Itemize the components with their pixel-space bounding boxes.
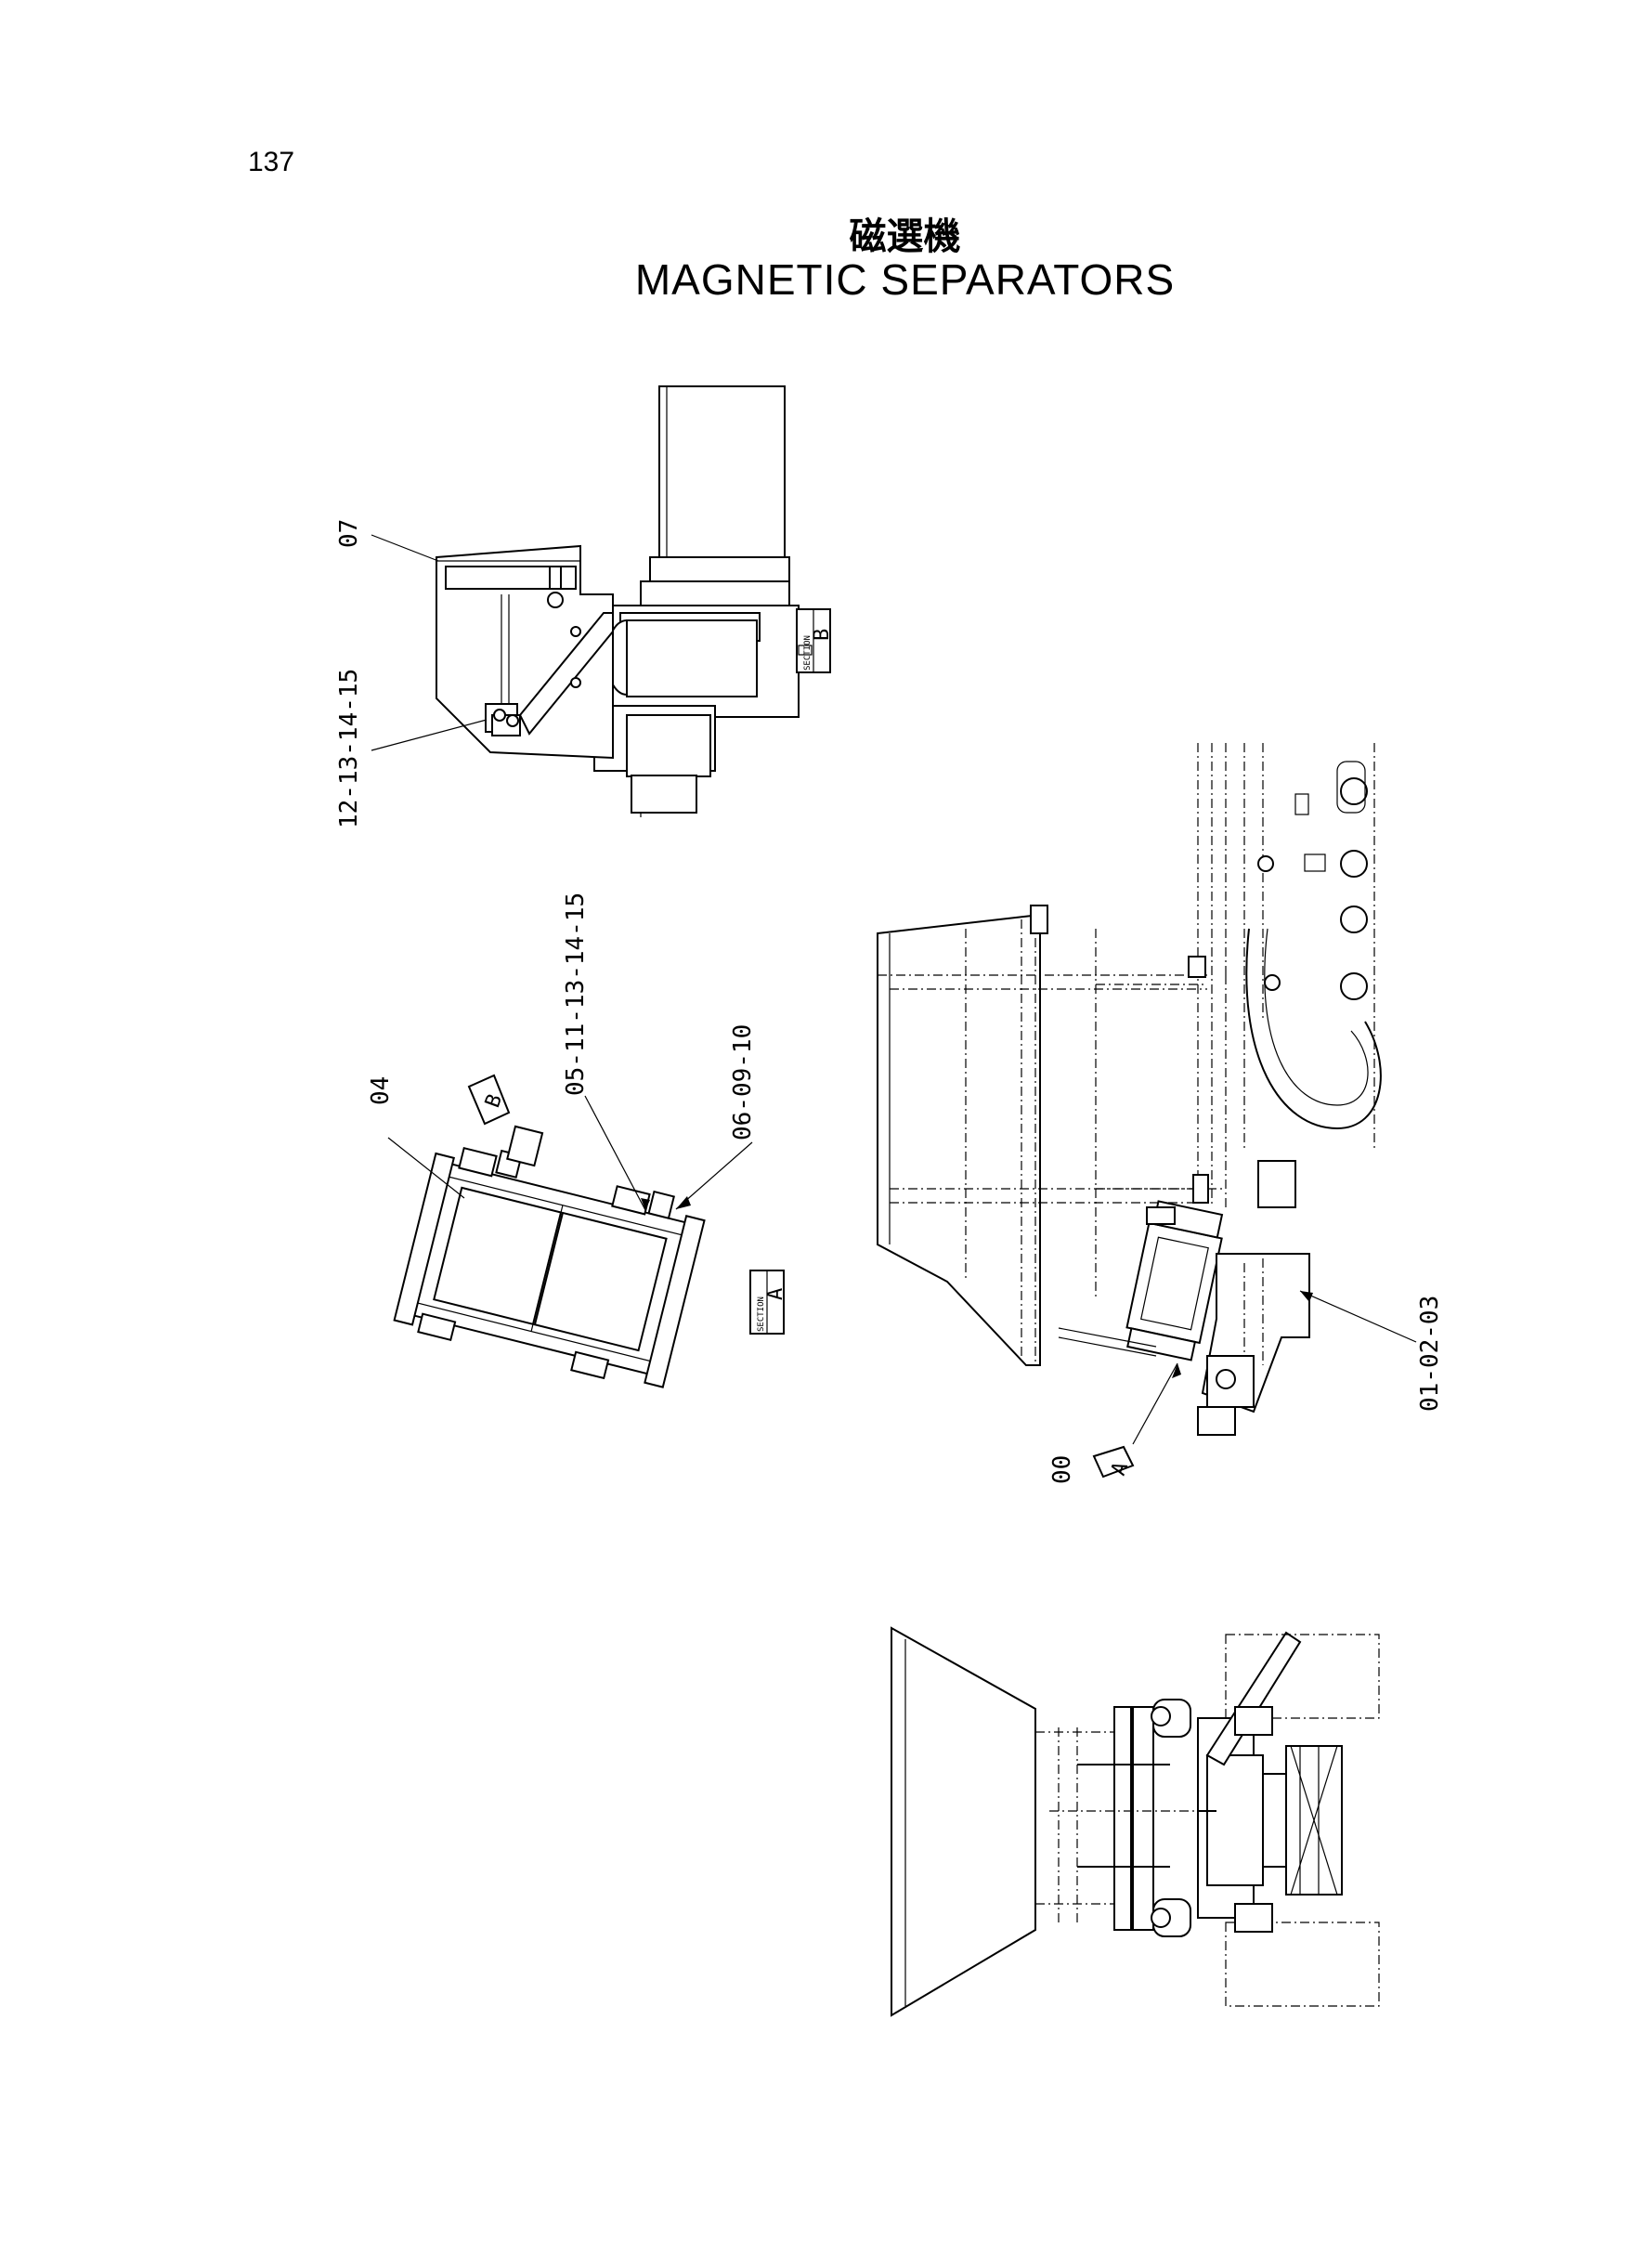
section-a-mark: SECTION A — [749, 1270, 787, 1335]
callout-05-11-13-14-15: 05-11-13-14-15 — [562, 892, 590, 1096]
page-number: 137 — [248, 147, 295, 177]
view-arrow-b: B — [467, 1074, 511, 1126]
view-arrow-a: A — [1092, 1445, 1135, 1479]
section-a-letter: A — [764, 1288, 787, 1300]
callout-01-02-03: 01-02-03 — [1416, 1296, 1444, 1412]
section-b-mark: SECTION B — [796, 608, 834, 673]
section-b-letter: B — [811, 629, 834, 641]
title-japanese: 磁選機 — [849, 215, 961, 258]
section-b-detail — [371, 385, 800, 817]
bottom-view — [891, 1626, 1380, 2017]
section-b-word: SECTION — [803, 635, 813, 671]
callout-00: 00 — [1048, 1455, 1076, 1484]
section-a-word: SECTION — [757, 1296, 766, 1332]
title-english: MAGNETIC SEPARATORS — [634, 255, 1176, 304]
section-a-detail — [387, 1095, 753, 1388]
callout-06-09-10: 06-09-10 — [729, 1024, 757, 1140]
callout-07: 07 — [335, 519, 363, 548]
callout-04: 04 — [367, 1076, 395, 1105]
callout-12-13-14-15: 12-13-14-15 — [335, 669, 363, 828]
main-assembly — [877, 743, 1417, 1445]
